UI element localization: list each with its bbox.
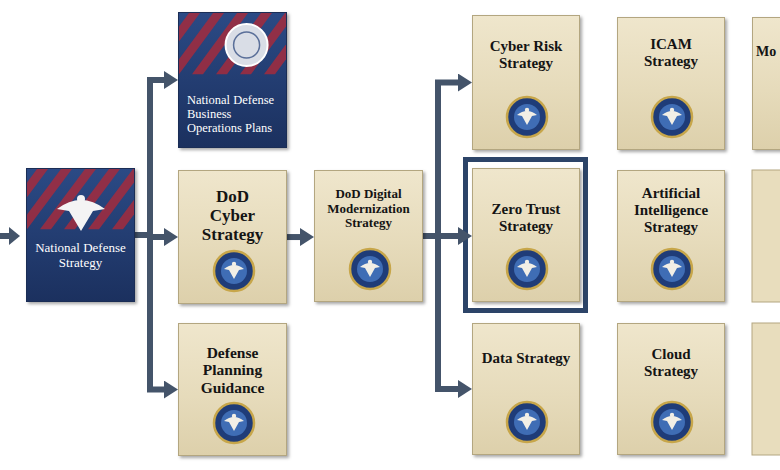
document-title: Data Strategy bbox=[479, 350, 573, 367]
strategy-document: ICAM Strategy bbox=[617, 17, 725, 150]
document-title: Cloud Strategy bbox=[624, 346, 718, 380]
cover-document: National Defense Strategy bbox=[26, 168, 135, 302]
flow-arrow bbox=[287, 234, 304, 240]
dod-seal bbox=[650, 95, 694, 139]
cover-document: National Defense Business Operations Pla… bbox=[178, 12, 287, 148]
flow-arrow bbox=[423, 83, 462, 237]
strategy-document: Artificial Intelligence Strategy bbox=[617, 170, 725, 302]
cut-off-book bbox=[752, 323, 780, 455]
document-title: DoD Cyber Strategy bbox=[197, 187, 269, 244]
document-title: National Defense Strategy bbox=[35, 241, 127, 270]
flow-arrow bbox=[423, 236, 462, 389]
dod-seal bbox=[650, 400, 694, 444]
document-title: National Defense Business Operations Pla… bbox=[187, 93, 283, 135]
strategy-document: Data Strategy bbox=[472, 323, 580, 455]
strategy-document: DoD Digital Modernization Strategy bbox=[314, 170, 423, 302]
document-title: Mo bbox=[756, 44, 780, 60]
document-title: DoD Digital Modernization Strategy bbox=[318, 187, 419, 231]
strategy-document: Zero Trust Strategy bbox=[472, 168, 580, 302]
cover-art bbox=[27, 169, 135, 302]
dod-seal bbox=[212, 249, 256, 293]
strategy-document: Cyber Risk Strategy bbox=[472, 15, 580, 150]
strategy-document: Mo bbox=[752, 17, 780, 150]
dod-seal bbox=[650, 247, 694, 291]
flow-arrow bbox=[135, 80, 168, 235]
cut-off-book bbox=[752, 170, 780, 302]
incoming-arrow-head bbox=[9, 227, 20, 245]
strategy-document: DoD Cyber Strategy bbox=[178, 170, 287, 304]
incoming-arrow-line bbox=[0, 233, 10, 239]
dod-seal bbox=[348, 247, 392, 291]
document-title: ICAM Strategy bbox=[624, 36, 718, 70]
dod-seal bbox=[505, 400, 549, 444]
flow-arrow bbox=[135, 235, 168, 390]
highlight-frame bbox=[466, 160, 586, 311]
dod-seal bbox=[505, 95, 549, 139]
strategy-document: Defense Planning Guidance bbox=[178, 323, 287, 456]
document-title: Artificial Intelligence Strategy bbox=[621, 185, 721, 235]
document-title: Zero Trust Strategy bbox=[479, 201, 573, 235]
document-title: Cyber Risk Strategy bbox=[479, 38, 573, 72]
strategy-document: Cloud Strategy bbox=[617, 323, 725, 455]
dod-seal bbox=[212, 401, 256, 445]
dod-seal bbox=[505, 247, 549, 291]
document-title: Defense Planning Guidance bbox=[191, 344, 275, 396]
